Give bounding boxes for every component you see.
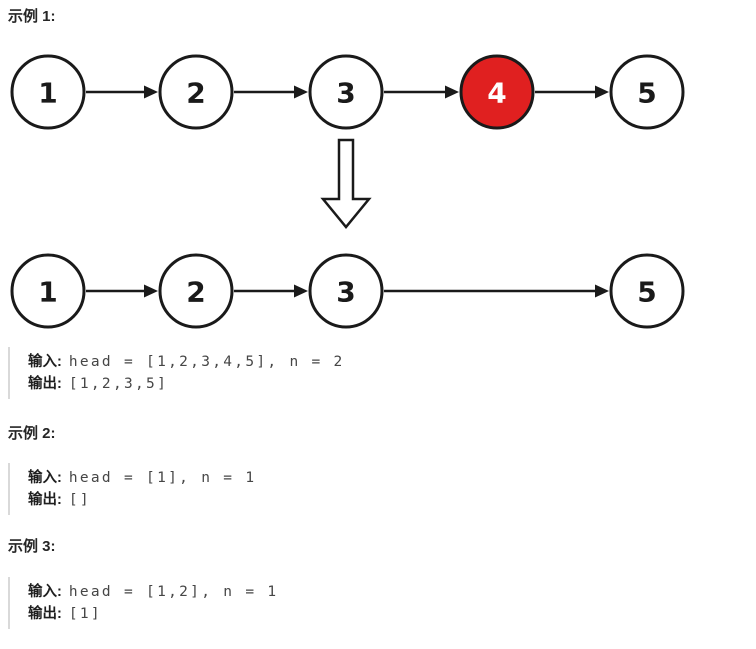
example-1-input-line: 输入: head = [1,2,3,4,5], n = 2 bbox=[28, 351, 345, 373]
list-before-node-label-1: 1 bbox=[38, 77, 57, 110]
example-2-output-line: 输出: [] bbox=[28, 489, 256, 511]
example-1-io-block: 输入: head = [1,2,3,4,5], n = 2 输出: [1,2,3,5… bbox=[8, 347, 359, 399]
example-2-input-line: 输入: head = [1], n = 1 bbox=[28, 467, 256, 489]
list-before-arrowhead-5 bbox=[595, 85, 609, 99]
list-after-arrowhead-3 bbox=[294, 284, 308, 298]
output-value: [] bbox=[68, 492, 91, 508]
list-after-node-2 bbox=[158, 253, 234, 329]
list-before-node-label-4: 4 bbox=[487, 77, 506, 110]
input-label: 输入: bbox=[28, 470, 62, 486]
output-value: [1] bbox=[68, 606, 102, 622]
example-3-output-line: 输出: [1] bbox=[28, 603, 278, 625]
list-after-node-3 bbox=[308, 253, 384, 329]
input-value: head = [1], n = 1 bbox=[68, 470, 257, 486]
list-before-arrowhead-3 bbox=[294, 85, 308, 99]
example-3-input-line: 输入: head = [1,2], n = 1 bbox=[28, 581, 278, 603]
input-value: head = [1,2], n = 1 bbox=[68, 584, 279, 600]
list-before-node-3 bbox=[308, 54, 384, 130]
transform-down-arrow bbox=[320, 138, 372, 229]
list-after-node-5 bbox=[609, 253, 685, 329]
input-value: head = [1,2,3,4,5], n = 2 bbox=[68, 354, 345, 370]
list-after-node-1 bbox=[10, 253, 86, 329]
output-label: 输出: bbox=[28, 376, 62, 392]
input-label: 输入: bbox=[28, 584, 62, 600]
list-after-arrowhead-2 bbox=[144, 284, 158, 298]
input-label: 输入: bbox=[28, 354, 62, 370]
list-before-node-1 bbox=[10, 54, 86, 130]
list-before-arrowhead-4 bbox=[445, 85, 459, 99]
list-before-node-label-2: 2 bbox=[186, 77, 205, 110]
example-3-io-block: 输入: head = [1,2], n = 1 输出: [1] bbox=[8, 577, 292, 629]
list-after-node-label-3: 3 bbox=[336, 276, 355, 309]
example-1-heading: 示例 1: bbox=[8, 8, 56, 25]
list-before-node-5 bbox=[609, 54, 685, 130]
list-after-arrowhead-5 bbox=[595, 284, 609, 298]
output-label: 输出: bbox=[28, 492, 62, 508]
output-label: 输出: bbox=[28, 606, 62, 622]
list-before-node-4 bbox=[459, 54, 535, 130]
linked-list-diagram: 1 2 3 4 5 1 2 3 5 bbox=[10, 54, 685, 329]
list-after-node-label-2: 2 bbox=[186, 276, 205, 309]
list-before-node-2 bbox=[158, 54, 234, 130]
list-after-node-label-1: 1 bbox=[38, 276, 57, 309]
list-after-node-label-5: 5 bbox=[637, 276, 656, 309]
example-2-io-block: 输入: head = [1], n = 1 输出: [] bbox=[8, 463, 270, 515]
list-before-node-label-3: 3 bbox=[336, 77, 355, 110]
example-2-heading: 示例 2: bbox=[8, 425, 56, 442]
output-value: [1,2,3,5] bbox=[68, 376, 169, 392]
list-before-node-label-5: 5 bbox=[637, 77, 656, 110]
example-3-heading: 示例 3: bbox=[8, 538, 56, 555]
example-1-output-line: 输出: [1,2,3,5] bbox=[28, 373, 345, 395]
list-before-arrowhead-2 bbox=[144, 85, 158, 99]
